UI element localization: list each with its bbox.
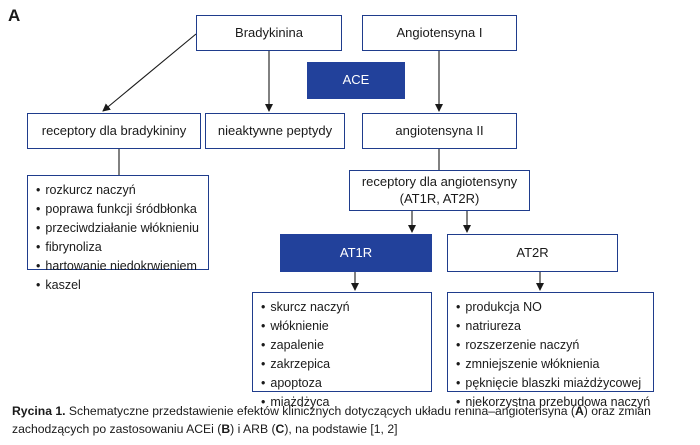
box-angiotensyna-i: Angiotensyna I [362,15,517,51]
list-item: włóknienie [261,317,425,336]
box-ace: ACE [307,62,405,99]
caption-label: Rycina 1. [12,404,66,418]
list-item: przeciwdziałanie włóknieniu [36,219,202,238]
list-item: zakrzepica [261,355,425,374]
box-bradykinina: Bradykinina [196,15,342,51]
list-item: rozkurcz naczyń [36,181,202,200]
caption-ref-b: B [221,422,231,436]
list-item: natriureza [456,317,647,336]
panel-label: A [8,6,21,25]
arrow-bradykinina-to-receptory [102,33,197,112]
caption-text-4: ), na podstawie [1, 2] [284,422,398,436]
box-at2r: AT2R [447,234,618,272]
list-item: niekorzystna przebudowa naczyń [456,393,650,412]
list-item: hartowanie niedokrwieniem [36,257,202,276]
list-item: poprawa funkcji śródbłonka [36,200,202,219]
figure-caption: Rycina 1. Schematyczne przedstawienie ef… [12,402,692,438]
caption-text-1: Schematyczne przedstawienie efektów klin… [65,404,575,418]
box-angiotensyna-ii: angiotensyna II [362,113,517,149]
list-item: skurcz naczyń [261,298,425,317]
list-item: produkcja NO [456,298,647,317]
caption-ref-a: A [574,404,584,418]
box-nieaktywne-peptydy: nieaktywne peptydy [205,113,345,149]
receptory-angiotensyny-line2: (AT1R, AT2R) [399,190,480,206]
list-item: pęknięcie blaszki miażdżycowej [456,374,647,393]
list-item: miażdżyca [261,393,425,412]
caption-text-3: ) i ARB ( [230,422,276,436]
list-item: rozszerzenie naczyń [456,336,647,355]
list-at1r-effects: skurcz naczyń włóknienie zapalenie zakrz… [252,292,432,409]
caption-ref-c: C [275,422,285,436]
list-item: apoptoza [261,374,425,393]
list-item: zmniejszenie włóknienia [456,355,647,374]
list-at2r-effects: produkcja NO natriureza rozszerzenie nac… [447,292,654,409]
list-item: zapalenie [261,336,425,355]
list-item: kaszel [36,276,202,295]
list-item: fibrynoliza [36,238,202,257]
box-at1r: AT1R [280,234,432,272]
box-receptory-angiotensyny: receptory dla angiotensyny (AT1R, AT2R) [349,170,530,211]
list-bradykinin-effects: rozkurcz naczyń poprawa funkcji śródbłon… [27,175,209,292]
receptory-angiotensyny-line1: receptory dla angiotensyny [361,174,518,190]
caption-text-2: ) oraz zmian zachodzących po zastosowani… [12,404,651,436]
box-receptory-bradykininy: receptory dla bradykininy [27,113,201,149]
